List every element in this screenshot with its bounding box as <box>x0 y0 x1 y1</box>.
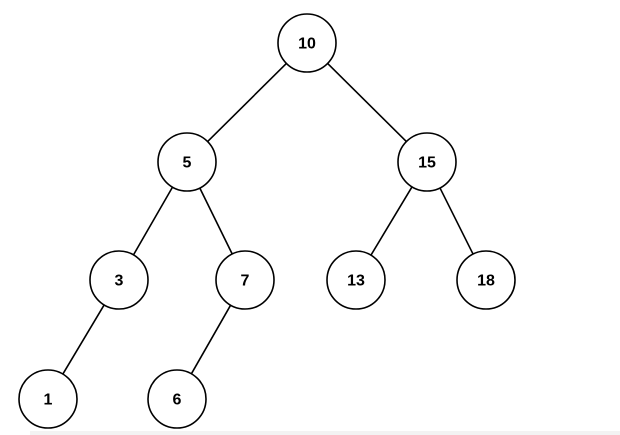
node-label: 1 <box>44 392 53 409</box>
edge-n15-n18 <box>439 187 474 255</box>
node-label: 3 <box>115 273 124 290</box>
node-label: 7 <box>241 273 250 290</box>
node-label: 10 <box>298 36 316 53</box>
node-label: 15 <box>418 155 436 172</box>
tree-node-7: 7 <box>215 250 275 310</box>
edge-n15-n13 <box>370 186 413 256</box>
node-circle <box>215 250 275 310</box>
edge-n5-n7 <box>199 187 233 255</box>
node-label: 5 <box>183 155 192 172</box>
tree-node-15: 15 <box>397 132 457 192</box>
node-circle <box>147 369 207 429</box>
edge-n5-n3 <box>132 186 174 256</box>
bottom-divider <box>30 431 620 435</box>
tree-edges <box>62 62 474 375</box>
tree-node-18: 18 <box>456 250 516 310</box>
tree-node-13: 13 <box>326 250 386 310</box>
node-label: 18 <box>477 273 495 290</box>
node-circle <box>456 250 516 310</box>
tree-node-1: 1 <box>18 369 78 429</box>
node-circle <box>157 132 217 192</box>
tree-node-5: 5 <box>157 132 217 192</box>
tree-nodes: 10 5 15 3 7 13 18 1 6 <box>18 13 516 429</box>
node-circle <box>277 13 337 73</box>
edge-n7-n6 <box>190 304 232 375</box>
edge-n10-n5 <box>207 62 287 143</box>
node-label: 6 <box>173 392 182 409</box>
tree-node-6: 6 <box>147 369 207 429</box>
node-circle <box>18 369 78 429</box>
node-circle <box>397 132 457 192</box>
node-label: 13 <box>347 273 365 290</box>
edge-n10-n15 <box>327 62 407 143</box>
tree-node-10: 10 <box>277 13 337 73</box>
edge-n3-n1 <box>62 304 105 375</box>
node-circle <box>326 250 386 310</box>
tree-node-3: 3 <box>89 250 149 310</box>
node-circle <box>89 250 149 310</box>
